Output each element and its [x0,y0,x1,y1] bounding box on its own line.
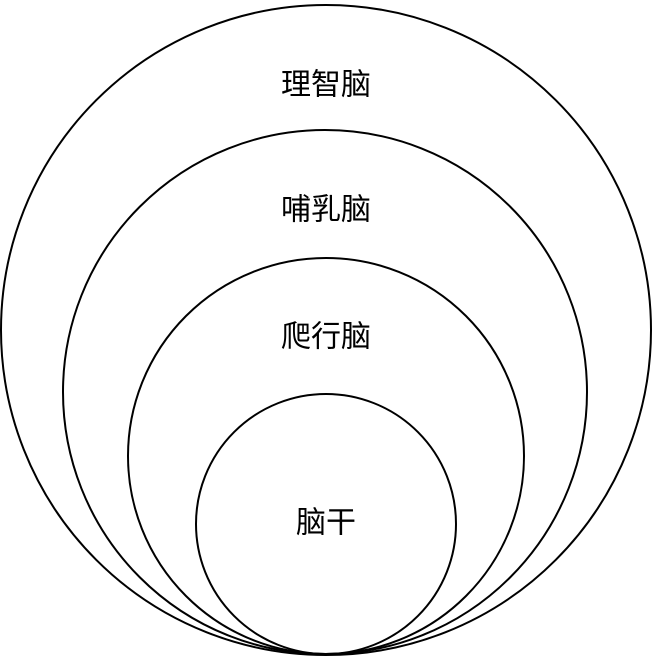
label-brainstem: 脑干 [296,506,356,541]
label-mammalian-brain: 哺乳脑 [281,193,371,228]
label-rational-brain: 理智脑 [281,68,371,103]
label-reptilian-brain: 爬行脑 [281,320,371,355]
ring-brainstem [195,393,457,655]
ring-reptilian-brain [127,257,525,655]
